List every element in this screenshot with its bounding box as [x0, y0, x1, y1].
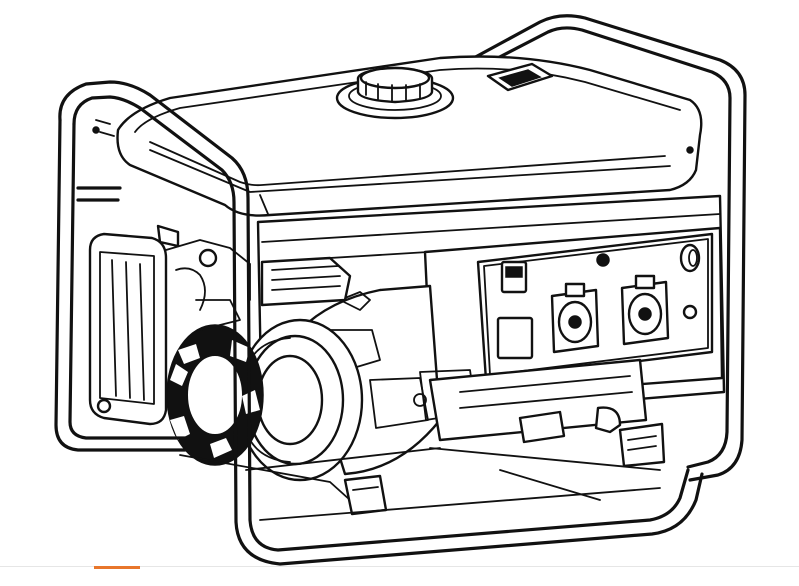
accent-mark	[94, 566, 140, 569]
recoil-starter	[236, 318, 364, 482]
ac-outlet-icon	[620, 274, 670, 346]
engine-switch-icon	[500, 260, 528, 294]
fan-cover	[166, 324, 264, 466]
bottom-strip	[0, 566, 799, 581]
ground-terminal-icon	[682, 304, 698, 320]
engine-block	[260, 256, 648, 442]
bottom-divider	[0, 566, 799, 567]
fuel-tank	[116, 55, 703, 217]
voltmeter-icon	[496, 316, 534, 360]
rear-frame-tube	[76, 14, 747, 482]
front-frame-tube	[54, 80, 704, 566]
base-rail	[245, 447, 661, 521]
rubber-mount	[518, 406, 666, 468]
ac-outlet-icon	[550, 282, 600, 354]
air-filter	[88, 224, 180, 426]
indicator-light-icon	[596, 253, 610, 267]
fuel-gauge	[486, 62, 554, 92]
fuel-cap	[335, 66, 455, 120]
circuit-breaker-icon	[679, 243, 701, 273]
carburetor	[165, 239, 251, 331]
